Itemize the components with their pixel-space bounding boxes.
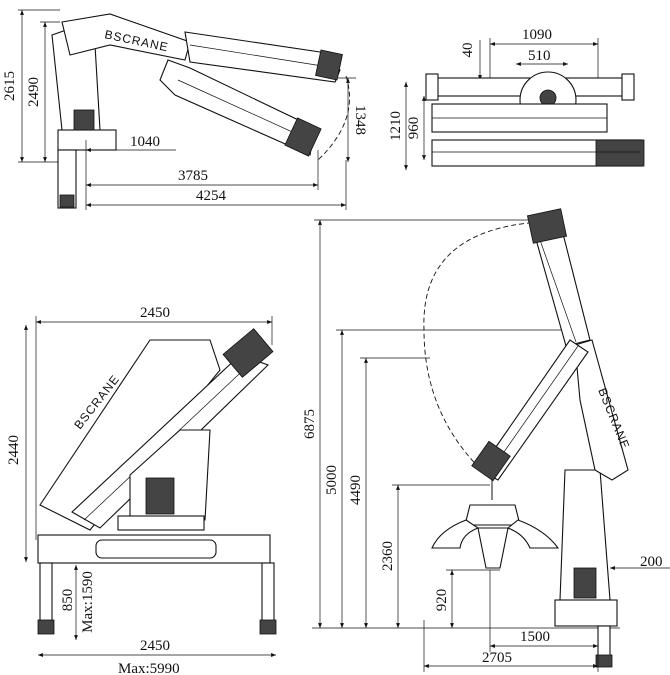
side-tip-height-label: 1348 (352, 105, 368, 135)
work-grab-shell-right (506, 519, 560, 549)
side-reach-total-label: 4254 (196, 188, 227, 204)
front-leg-height-label: 850 (60, 589, 76, 612)
front-inner-boom (39, 339, 221, 531)
top-total-width-label: 1090 (522, 27, 552, 43)
top-view: 1090 510 40 1210 960 (388, 27, 645, 170)
work-height-5000-label: 5000 (324, 465, 340, 495)
top-total-height-label: 1210 (388, 111, 404, 141)
work-max-height-label: 6875 (302, 409, 318, 439)
work-height-920-label: 920 (434, 589, 450, 612)
front-base-width-label: 2450 (140, 638, 170, 654)
side-view: 2615 2490 BSCRANE 1348 1040 3785 4254 (2, 9, 368, 210)
work-inner-boom (574, 339, 629, 481)
front-width-label: 2450 (140, 305, 170, 321)
side-outer-boom-lowered (159, 59, 316, 156)
work-grab-body (464, 504, 521, 526)
front-outrigger-max-label: Max:5990 (118, 661, 180, 675)
work-height-4490-label: 4490 (348, 475, 364, 505)
side-control-valve (73, 109, 95, 131)
top-offset-label: 40 (460, 43, 476, 58)
working-view: 6875 5000 4490 2360 920 BSCRANE (302, 208, 670, 672)
side-total-height-label: 2615 (2, 71, 18, 101)
work-height-2360-label: 2360 (380, 541, 396, 571)
top-inner-height-label: 960 (406, 117, 422, 140)
side-base-offset-label: 1040 (130, 134, 160, 150)
front-view: 2450 2440 BSCRANE 850 Max:1590 2450 Max:… (6, 305, 277, 675)
side-leg (57, 149, 77, 209)
front-height-label: 2440 (6, 435, 22, 465)
side-column-height-label: 2490 (26, 77, 42, 107)
side-reach-folded-label: 3785 (178, 168, 208, 184)
work-offset-200-label: 200 (640, 554, 663, 570)
work-swing-arc (423, 221, 541, 481)
side-base (57, 129, 117, 151)
work-reach-2705-label: 2705 (482, 650, 512, 666)
work-control-valve (573, 567, 597, 599)
front-leg-max-label: Max:1590 (80, 571, 96, 633)
work-grab-shell-left (431, 519, 480, 549)
front-control-valve (145, 477, 175, 515)
side-inner-boom (61, 13, 191, 61)
work-reach-1500-label: 1500 (520, 629, 550, 645)
top-inner-width-label: 510 (528, 48, 551, 64)
